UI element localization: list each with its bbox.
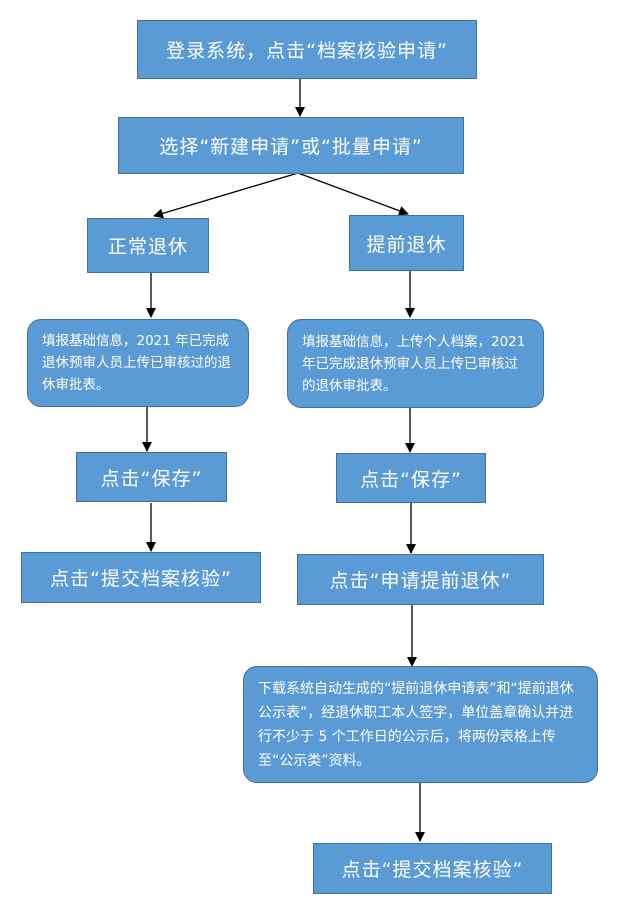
node-early-retirement: 提前退休 bbox=[349, 215, 464, 271]
node-early-submit-label: 点击“提交档案核验” bbox=[341, 859, 524, 881]
node-early-download-label: 下载系统自动生成的“提前退休申请表”和“提前退休公示表”，经退休职工本人签字，单… bbox=[258, 680, 574, 769]
node-early-fill-info: 填报基础信息，上传个人档案，2021 年已完成退休预审人员上传已审核过的退休审批… bbox=[287, 319, 544, 408]
node-choose: 选择“新建申请”或“批量申请” bbox=[118, 117, 464, 174]
node-early-save-label: 点击“保存” bbox=[360, 468, 462, 491]
node-normal-submit: 点击“提交档案核验” bbox=[21, 552, 261, 603]
node-normal-fill-info-label: 填报基础信息，2021 年已完成退休预审人员上传已审核过的退休审批表。 bbox=[42, 333, 231, 393]
node-normal-retirement-label: 正常退休 bbox=[107, 236, 188, 258]
node-normal-save-label: 点击“保存” bbox=[100, 467, 203, 490]
arrow-choose-to-normal bbox=[153, 172, 299, 219]
node-early-save: 点击“保存” bbox=[336, 453, 486, 503]
arrow-choose-to-early bbox=[297, 172, 409, 216]
node-early-fill-info-label: 填报基础信息，上传个人档案，2021 年已完成退休预审人员上传已审核过的退休审批… bbox=[302, 333, 526, 394]
node-early-download: 下载系统自动生成的“提前退休申请表”和“提前退休公示表”，经退休职工本人签字，单… bbox=[243, 666, 598, 783]
node-early-apply-label: 点击“申请提前退休” bbox=[329, 570, 512, 592]
node-login-label: 登录系统，点击“档案核验申请” bbox=[166, 40, 448, 62]
node-choose-label: 选择“新建申请”或“批量申请” bbox=[159, 136, 423, 158]
node-normal-fill-info: 填报基础信息，2021 年已完成退休预审人员上传已审核过的退休审批表。 bbox=[27, 319, 249, 407]
node-early-apply: 点击“申请提前退休” bbox=[297, 554, 544, 605]
node-normal-save: 点击“保存” bbox=[76, 452, 227, 502]
node-early-retirement-label: 提前退休 bbox=[366, 233, 447, 256]
node-normal-retirement: 正常退休 bbox=[87, 218, 209, 273]
node-login: 登录系统，点击“档案核验申请” bbox=[137, 20, 477, 79]
node-early-submit: 点击“提交档案核验” bbox=[313, 843, 552, 894]
node-normal-submit-label: 点击“提交档案核验” bbox=[50, 568, 232, 590]
